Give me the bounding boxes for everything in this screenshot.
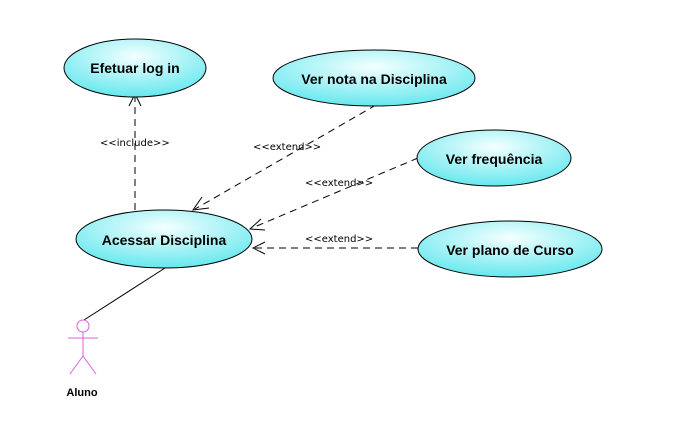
- actor-aluno[interactable]: Aluno: [66, 319, 98, 399]
- relationship-extend-nota: <<extend>>: [191, 104, 377, 211]
- relationship-extend-plano: <<extend>>: [251, 234, 418, 255]
- use-case-ver-plano[interactable]: Ver plano de Curso: [417, 220, 603, 278]
- relationship-include: <<include>>: [100, 92, 170, 210]
- actor-association: [83, 267, 166, 321]
- stick-figure-icon: [68, 319, 98, 375]
- use-case-label: Acessar Disciplina: [102, 232, 227, 248]
- include-stereotype: <<include>>: [100, 138, 170, 149]
- use-case-efetuar-login[interactable]: Efetuar log in: [63, 38, 207, 98]
- use-case-label: Ver plano de Curso: [446, 242, 574, 258]
- use-case-ver-frequencia[interactable]: Ver frequência: [416, 129, 572, 187]
- use-case-label: Efetuar log in: [90, 60, 179, 76]
- use-case-label: Ver nota na Disciplina: [301, 71, 447, 87]
- actor-label: Aluno: [66, 387, 97, 399]
- extend-plano-stereotype: <<extend>>: [305, 234, 373, 245]
- extend-frequencia-stereotype: <<extend>>: [305, 178, 373, 189]
- use-case-label: Ver frequência: [446, 151, 543, 167]
- relationship-extend-frequencia: <<extend>>: [248, 157, 419, 231]
- extend-nota-stereotype: <<extend>>: [253, 142, 321, 153]
- use-case-acessar-disciplina[interactable]: Acessar Disciplina: [75, 209, 253, 269]
- use-case-ver-nota[interactable]: Ver nota na Disciplina: [272, 49, 476, 107]
